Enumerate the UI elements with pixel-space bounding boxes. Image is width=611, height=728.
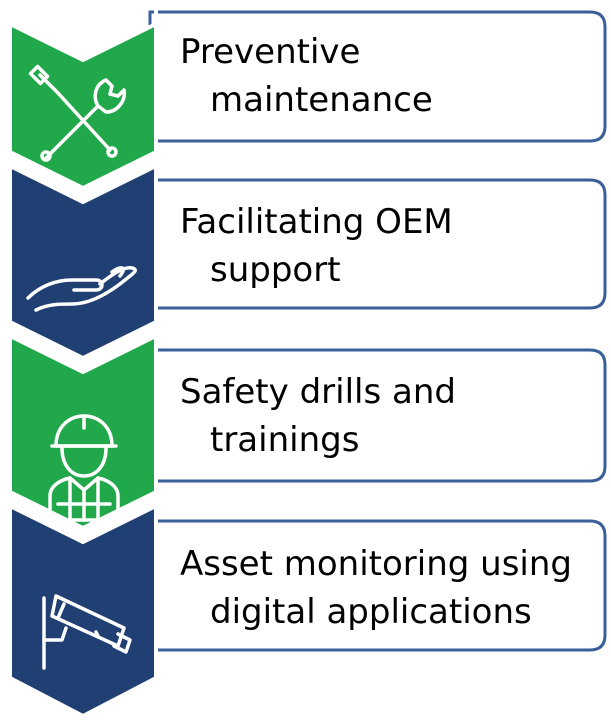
step-label-1: Preventive maintenance [180,28,605,124]
step-chevron-1-body [8,20,158,191]
step-title-2-line2: support [210,250,341,290]
step-box-4 [148,519,607,652]
step-title-4-line2: digital applications [210,592,532,632]
step-chevron-3-body [8,332,158,531]
step-box-1 [148,10,607,143]
step-label-4: Asset monitoring using digital applicati… [180,540,605,636]
tools-icon [28,64,127,162]
step-title-3-line1: Safety drills and [180,372,456,412]
step-label-2: Facilitating OEM support [180,198,605,294]
step-title-1-line1: Preventive [180,32,361,72]
step-chevron-4-body [8,502,158,719]
worker-icon [48,414,120,522]
step-title-2-line1: Facilitating OEM [180,202,453,242]
step-title-1-line2: maintenance [210,80,433,120]
step-box-3 [148,348,607,483]
step-title-3-line2: trainings [210,420,360,460]
step-title-4-line1: Asset monitoring using [180,544,572,584]
cctv-camera-icon [42,594,132,670]
step-chevron-2-body [8,162,158,361]
hand-icon [26,266,137,312]
step-label-3: Safety drills and trainings [180,368,605,464]
step-box-2 [148,178,607,310]
